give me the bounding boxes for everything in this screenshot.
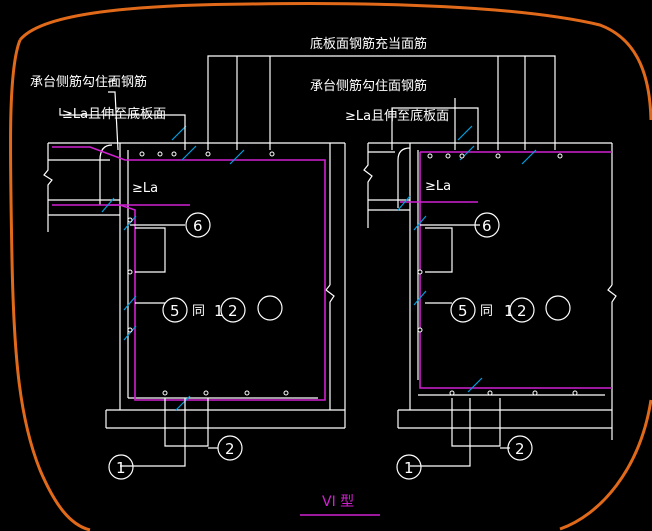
left-marker-5: 5 bbox=[170, 302, 180, 320]
right-side-hook-label: 承台侧筋勾住面钢筋 bbox=[310, 78, 427, 94]
left-marker-1a: 1 bbox=[214, 302, 224, 320]
left-marker-2a: 2 bbox=[228, 302, 238, 320]
left-extend-label: ≥La且伸至底板面 bbox=[62, 106, 166, 122]
left-detail: 6 5 同 1 2 2 1 承台侧筋勾住面钢筋 ≥La且伸至底板面 ≥La bbox=[30, 55, 556, 480]
right-marker-6: 6 bbox=[482, 217, 492, 235]
left-marker-1b: 1 bbox=[116, 459, 126, 477]
hand-drawn-outline bbox=[8, 2, 652, 531]
right-la-label: ≥La bbox=[425, 179, 451, 194]
left-marker-2b: 2 bbox=[225, 440, 235, 458]
left-side-hook-label: 承台侧筋勾住面钢筋 bbox=[30, 74, 147, 90]
right-detail: 6 5 同 1 2 2 1 承台侧筋勾住面钢筋 ≥La且伸至底板面 ≥La bbox=[310, 56, 617, 480]
diagram-title: VI 型 bbox=[322, 494, 354, 510]
right-extend-label: ≥La且伸至底板面 bbox=[345, 108, 449, 124]
right-marker-2b: 2 bbox=[515, 440, 525, 458]
right-marker-5: 5 bbox=[458, 302, 468, 320]
left-same-as-text: 同 bbox=[192, 304, 205, 319]
right-marker-2a: 2 bbox=[517, 302, 527, 320]
left-marker-6: 6 bbox=[193, 217, 203, 235]
right-marker-1b: 1 bbox=[404, 459, 414, 477]
right-marker-1a: 1 bbox=[504, 302, 514, 320]
left-la-label: ≥La bbox=[132, 181, 158, 196]
top-reinforcement-label: 底板面钢筋充当面筋 bbox=[310, 36, 427, 52]
right-same-as-text: 同 bbox=[480, 304, 493, 319]
